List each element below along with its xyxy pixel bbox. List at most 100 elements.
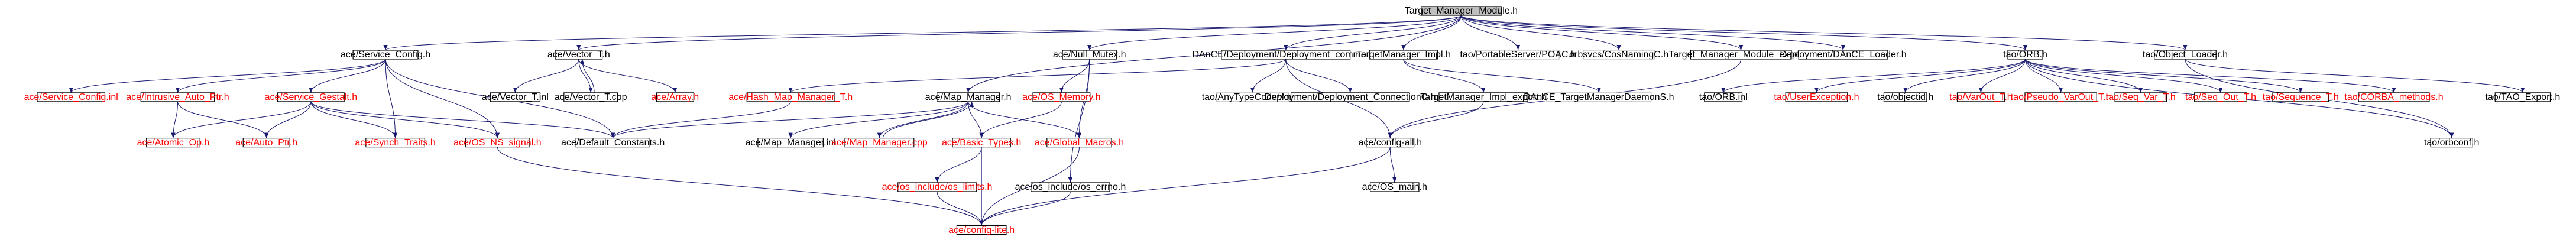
node-tao-orb-inl[interactable]: tao/ORB.inl (1699, 92, 1748, 102)
node-ace-config-lite-h[interactable]: ace/config-lite.h (948, 225, 1015, 235)
node-tao-orbconf-h[interactable]: tao/orbconf.h (2424, 138, 2479, 148)
edge-line (611, 101, 969, 138)
edge-line (1460, 15, 1521, 51)
edge-svc_gestalt-to-synch_traits (310, 101, 398, 138)
node-ace-intrusive-auto-ptr-h[interactable]: ace/Intrusive_Auto_Ptr.h (126, 92, 229, 102)
edge-line (1903, 59, 2026, 93)
node-box (1785, 92, 1848, 102)
edge-root-to-svc_config (384, 15, 1462, 51)
edge-basic_types-to-os_limits (935, 147, 982, 183)
node-ace-synch-traits-h[interactable]: ace/Synch_Traits.h (355, 138, 435, 148)
node-dance-targetmanagerdaemons-h: DAnCE_TargetManagerDaemonS.h (1524, 92, 1674, 102)
node-deployment-dance-loader-h[interactable]: Deployment/DAnCE_Loader.h (1780, 50, 1906, 60)
node-tao-orb-h[interactable]: tao/ORB.h (2003, 50, 2047, 60)
node-ace-basic-types-h[interactable]: ace/Basic_Types.h (942, 138, 1021, 148)
node-tao-tao-export-h[interactable]: tao/TAO_Export.h (2485, 92, 2560, 102)
node-target-manager-module-export-h[interactable]: Target_Manager_Module_export.h (1668, 50, 1813, 60)
edge-line (2025, 59, 2396, 93)
edge-line (264, 101, 312, 138)
node-ace-service-gestalt-h[interactable]: ace/Service_Gestalt.h (265, 92, 358, 102)
edge-dance_common-to-deploy_conn (1285, 59, 1353, 93)
edge-root-to-tao_orb (1460, 15, 2027, 51)
edge-line (175, 59, 386, 93)
node-box (2358, 92, 2430, 102)
node-tao-object-loader-h[interactable]: tao/Object_Loader.h (2143, 50, 2228, 60)
node-label: ace/Service_Config.h (341, 50, 430, 60)
node-box (2024, 92, 2097, 102)
node-ace-vector-t-inl[interactable]: ace/Vector_T.inl (482, 92, 549, 102)
node-ace-service-config-inl[interactable]: ace/Service_Config.inl (24, 92, 118, 102)
node-tao-pseudo-varout-t-h[interactable]: tao/Pseudo_VarOut_T.h (2011, 92, 2111, 102)
node-ace-null-mutex-h[interactable]: ace/Null_Mutex.h (1053, 50, 1126, 60)
node-ace-default-constants-h[interactable]: ace/Default_Constants.h (561, 138, 665, 148)
node-label: ace/Basic_Types.h (942, 138, 1021, 148)
node-targetmanager-impl-h[interactable]: TargetManager_Impl.h (1356, 50, 1451, 60)
edge-svc_gestalt-to-default_constants (310, 101, 615, 138)
edge-intrusive_auto-to-atomic_op (171, 101, 178, 138)
edge-line (2025, 59, 2063, 93)
node-ace-os-memory-h[interactable]: ace/OS_Memory.h (1022, 92, 1100, 102)
node-ace-global-macros-h[interactable]: ace/Global_Macros.h (1035, 138, 1124, 148)
node-ace-config-all-h[interactable]: ace/config-all.h (1358, 138, 1422, 148)
node-ace-map-manager-h[interactable]: ace/Map_Manager.h (925, 92, 1012, 102)
edge-tm_impl_export-to-config_all (1388, 101, 1484, 138)
edge-line (1814, 59, 2026, 93)
node-tao-varout-t-h[interactable]: tao/VarOut_T.h (1949, 92, 2012, 102)
edge-line (497, 147, 984, 226)
node-box (575, 138, 650, 148)
node-ace-vector-t-cpp[interactable]: ace/Vector_T.cpp (555, 92, 627, 102)
node-ace-os-include-os-limits-h[interactable]: ace/os_include/os_limits.h (882, 182, 993, 192)
edge-line (2025, 59, 2223, 93)
edge-line (935, 147, 982, 183)
node-box (1366, 138, 1415, 148)
node-tao-sequence-t-h[interactable]: tao/Sequence_T.h (2263, 92, 2339, 102)
node-box (465, 138, 530, 148)
node-ace-service-config-h[interactable]: ace/Service_Config.h (341, 50, 430, 60)
node-ace-vector-t-h[interactable]: ace/Vector_T.h (547, 50, 610, 60)
node-tao-seq-var-t-h[interactable]: tao/Seq_Var_T.h (2106, 92, 2176, 102)
node-tao-userexception-h[interactable]: tao/UserException.h (1774, 92, 1859, 102)
node-label: ace/config-all.h (1358, 138, 1422, 148)
node-ace-hash-map-manager-t-h[interactable]: ace/Hash_Map_Manager_T.h (728, 92, 853, 102)
node-tao-portableserver-poac-h: tao/PortableServer/POAC.h (1460, 50, 1576, 60)
node-ace-atomic-op-h[interactable]: ace/Atomic_Op.h (137, 138, 210, 148)
edge-line (578, 59, 593, 93)
node-label: tao/Object_Loader.h (2143, 50, 2228, 60)
edge-config_all-to-os_main (1389, 147, 1397, 183)
edge-root-to-poa_c (1460, 15, 1521, 51)
nodes-layer: Target_Manager_Module.h ace/Service_Confi… (24, 6, 2561, 235)
node-label: ace/Hash_Map_Manager_T.h (728, 92, 853, 102)
node-target-manager-module-h[interactable]: Target_Manager_Module.h (1405, 6, 1518, 16)
node-tao-seq-out-t-h[interactable]: tao/Seq_Out_T.h (2185, 92, 2256, 102)
edge-null_mutex-to-os_errno (1068, 59, 1090, 183)
edge-line (882, 101, 974, 138)
node-tao-corba-methods-h[interactable]: tao/CORBA_methods.h (2344, 92, 2443, 102)
node-box (1032, 92, 1091, 102)
node-orbsvcs-cosnamingc-h: orbsvcs/CosNamingC.h (1569, 50, 1668, 60)
node-box (1421, 6, 1502, 16)
node-ace-os-ns-signal-h[interactable]: ace/OS_NS_signal.h (453, 138, 542, 148)
node-targetmanager-impl-export-h[interactable]: TargetManager_Impl_export.h (1420, 92, 1546, 102)
edge-tm_impl-to-tm_impl_export (1403, 59, 1486, 93)
node-label: TargetManager_Impl.h (1356, 50, 1451, 60)
edge-svc_config-to-svc_config_inl (69, 59, 386, 93)
node-ace-map-manager-inl[interactable]: ace/Map_Manager.inl (746, 138, 836, 148)
node-ace-map-manager-cpp[interactable]: ace/Map_Manager.cpp (831, 138, 928, 148)
node-dance-deployment-deployment-common-h[interactable]: DAnCE/Deployment/Deployment_common.h (1192, 50, 1379, 60)
node-box (1704, 92, 1743, 102)
node-ace-array-h[interactable]: ace/Array.h (652, 92, 699, 102)
edge-line (788, 101, 969, 138)
node-label: tao/orbconf.h (2424, 138, 2479, 148)
edge-tao_orb-to-pseudo_var_out (2025, 59, 2063, 93)
node-label: Deployment/DAnCE_Loader.h (1780, 50, 1906, 60)
edge-hash_map-to-default_constants (611, 101, 791, 138)
node-ace-auto-ptr-h[interactable]: ace/Auto_Ptr.h (235, 138, 297, 148)
node-ace-os-main-h[interactable]: ace/OS_main.h (1362, 182, 1427, 192)
node-deployment-deployment-connectionc-h[interactable]: Deployment/Deployment_ConnectionC.h (1265, 92, 1436, 102)
node-ace-os-include-os-errno-h[interactable]: ace/os_include/os_errno.h (1015, 182, 1126, 192)
node-label: tao/AnyTypeCode/Any.h (1202, 92, 1303, 102)
edge-line (1403, 59, 1601, 93)
edge-line (1460, 15, 1621, 51)
node-label: ace/Service_Gestalt.h (265, 92, 358, 102)
node-tao-objectid-h[interactable]: tao/objectid.h (1877, 92, 1933, 102)
